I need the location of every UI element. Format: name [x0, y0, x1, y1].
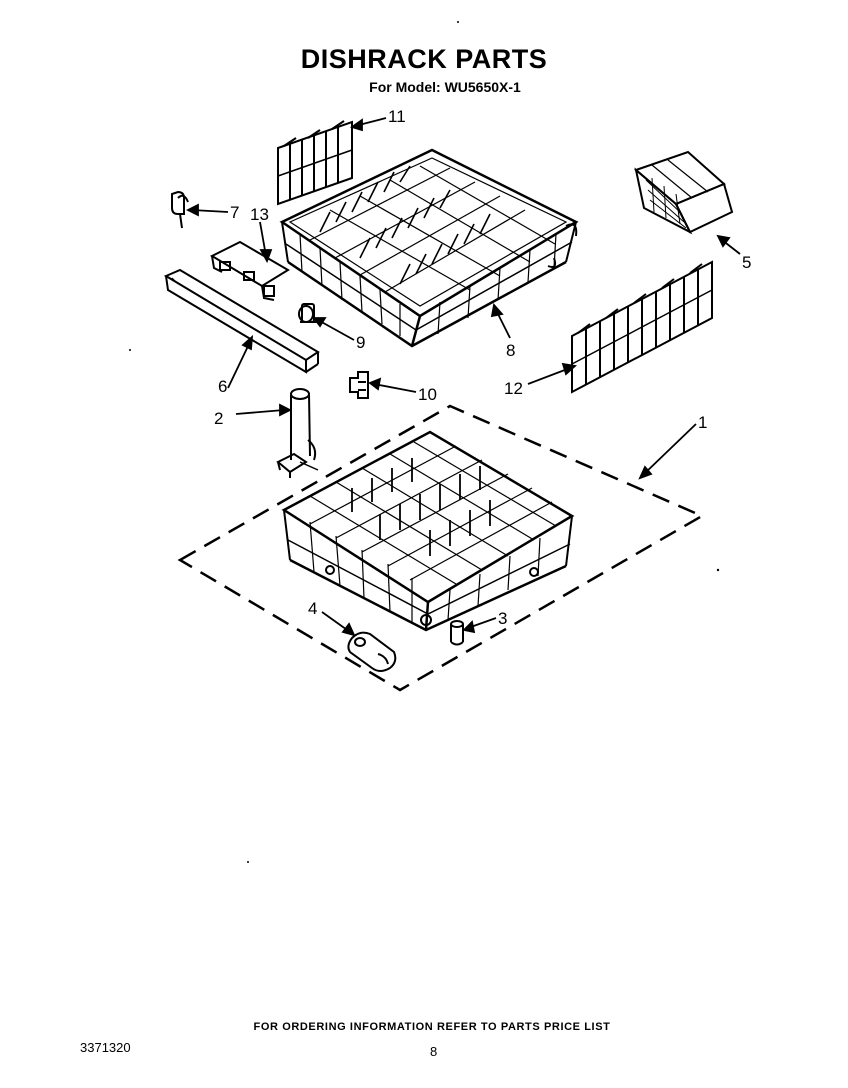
speck — [716, 568, 720, 572]
speck — [129, 349, 131, 351]
part-12-tine-row-lower — [571, 260, 713, 394]
callout-9: 9 — [356, 333, 365, 352]
callout-10: 10 — [418, 385, 437, 404]
part-11-tine-row-upper — [277, 120, 353, 206]
speck — [247, 861, 249, 863]
part-4-wheel-bracket — [347, 631, 397, 672]
part-3-rack-wheel — [450, 620, 464, 646]
callout-6: 6 — [218, 377, 227, 396]
part-8-upper-dishrack — [279, 148, 579, 348]
callout-7: 7 — [230, 203, 239, 222]
callout-3: 3 — [498, 609, 507, 628]
part-5-silverware-basket — [634, 150, 734, 235]
callout-4: 4 — [308, 599, 317, 618]
ordering-note: FOR ORDERING INFORMATION REFER TO PARTS … — [253, 1021, 611, 1033]
page-title: DISHRACK PARTS — [300, 44, 548, 74]
callout-numbers: 1 2 3 4 5 6 7 8 9 10 11 12 13 — [214, 107, 751, 628]
leader-arrows — [185, 117, 741, 637]
callout-1: 1 — [698, 413, 707, 432]
part-9-roller — [298, 303, 318, 323]
part-13-roller-bracket — [209, 240, 290, 301]
page-number: 8 — [430, 1044, 438, 1059]
speck — [457, 21, 459, 23]
callout-5: 5 — [742, 253, 751, 272]
part-1-assembly-outline — [177, 404, 705, 692]
part-6-slide-rail — [163, 268, 320, 374]
model-subtitle: For Model: WU5650X-1 — [369, 79, 521, 95]
part-2-spray-tower — [276, 388, 319, 478]
lower-dishrack — [281, 430, 575, 632]
callout-11: 11 — [388, 107, 406, 126]
part-10-stop-clip — [349, 371, 369, 399]
callout-12: 12 — [504, 379, 523, 398]
part-7-rack-clip — [171, 190, 189, 229]
callout-13: 13 — [250, 205, 269, 224]
callout-8: 8 — [506, 341, 515, 360]
document-number: 3371320 — [80, 1040, 131, 1055]
callout-2: 2 — [214, 409, 223, 428]
